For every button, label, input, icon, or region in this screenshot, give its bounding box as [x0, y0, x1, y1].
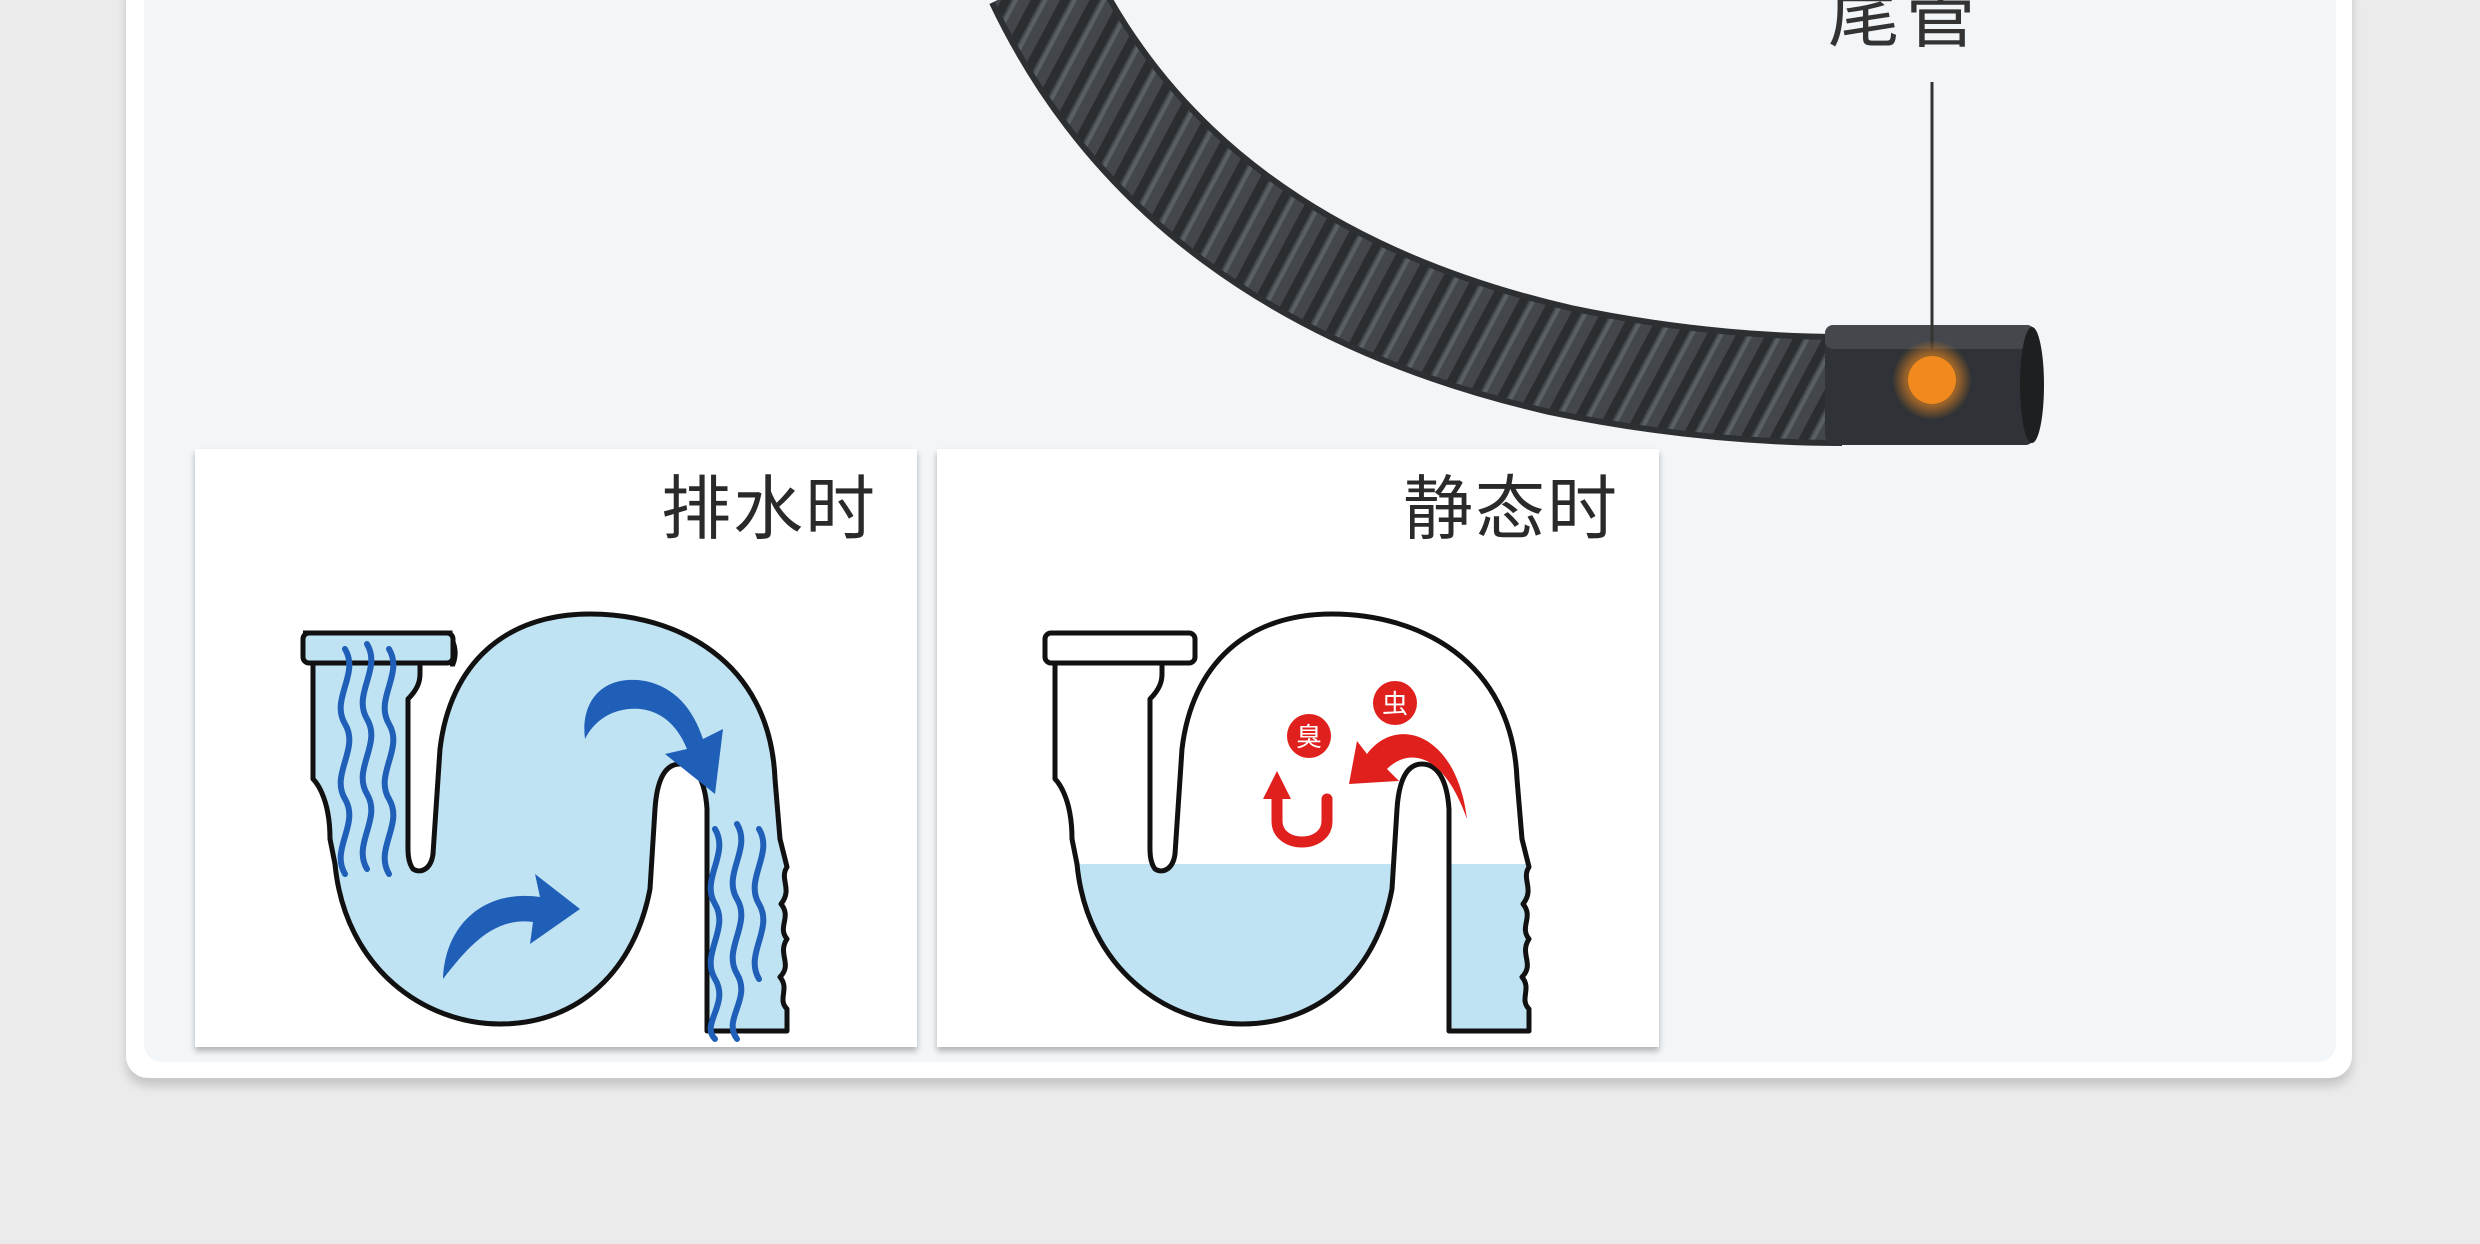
- draining-trap-diagram: [300, 611, 790, 1042]
- tail-pipe-label: 尾管: [1828, 0, 1981, 58]
- odor-badge-circle: [1287, 714, 1331, 758]
- blocked-arrow-u: [1271, 783, 1333, 848]
- flow-arrow-up: [443, 874, 580, 979]
- bug-badge: 虫: [1382, 690, 1408, 720]
- static-trap-diagram: 臭 虫: [1042, 611, 1532, 1034]
- flow-arrow-down: [584, 679, 723, 794]
- bug-badge-circle: [1373, 681, 1417, 725]
- draining-panel: 排水时: [195, 449, 917, 1047]
- blocked-arrow-curve: [1349, 734, 1467, 819]
- static-panel: 静态时 臭 虫: [937, 449, 1659, 1047]
- draining-title: 排水时: [661, 468, 877, 550]
- static-title: 静态时: [1403, 468, 1619, 550]
- odor-badge: 臭: [1296, 723, 1322, 753]
